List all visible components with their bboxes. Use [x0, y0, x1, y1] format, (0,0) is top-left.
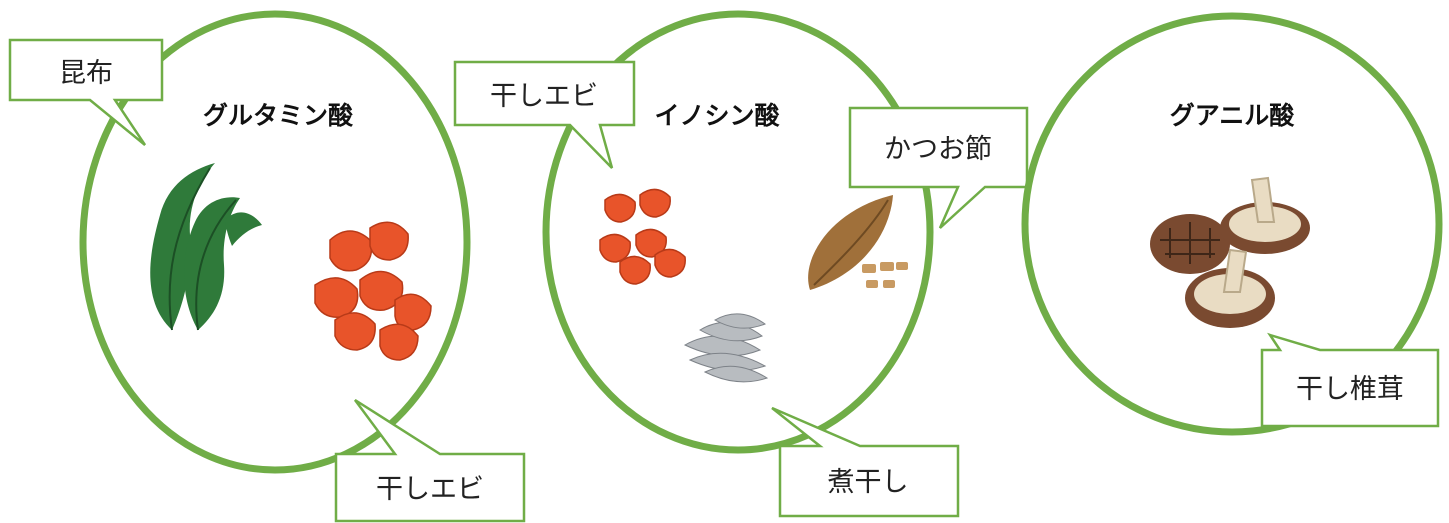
callout-dried-shiitake-label: 干し椎茸 — [1296, 374, 1404, 405]
callout-dried-shrimp-1: 干しエビ — [334, 398, 526, 523]
title-guanylic-acid: グアニル酸 — [1170, 101, 1296, 130]
dried-shrimp-icon — [599, 188, 686, 285]
callout-kombu-label: 昆布 — [59, 58, 113, 89]
group-glutamic-acid: グルタミン酸 昆布 干しエビ — [8, 10, 526, 523]
dried-shrimp-icon — [314, 221, 432, 361]
title-glutamic-acid: グルタミン酸 — [203, 101, 354, 130]
dried-shiitake-icon — [1150, 176, 1310, 328]
title-inosinic-acid: イノシン酸 — [654, 101, 780, 130]
callout-katsuobushi: かつお節 — [848, 106, 1029, 229]
callout-dried-shiitake: 干し椎茸 — [1260, 332, 1440, 428]
callout-niboshi-label: 煮干し — [828, 467, 909, 498]
ring-glutamic-acid — [79, 10, 471, 474]
kelp-icon — [150, 163, 262, 331]
callout-kombu: 昆布 — [8, 38, 164, 146]
niboshi-icon — [683, 313, 769, 383]
callout-dried-shrimp-1-label: 干しエビ — [376, 474, 484, 505]
group-inosinic-acid: イノシン酸 — [453, 10, 1029, 518]
callout-niboshi: 煮干し — [771, 406, 960, 518]
callout-katsuobushi-label: かつお節 — [884, 134, 992, 165]
katsuobushi-icon — [808, 195, 908, 290]
callout-dried-shrimp-2-label: 干しエビ — [490, 81, 598, 112]
ring-inosinic-acid — [542, 10, 934, 454]
callout-dried-shrimp-2: 干しエビ — [453, 60, 636, 169]
group-guanylic-acid: グアニル酸 干し椎茸 — [1021, 12, 1443, 436]
